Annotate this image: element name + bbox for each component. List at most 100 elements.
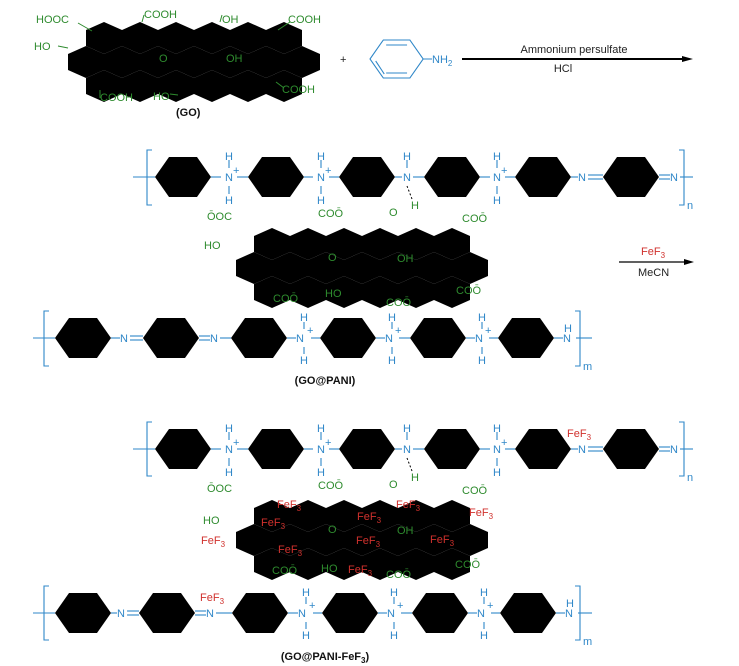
hydrogen-atom: H — [478, 312, 486, 324]
pani-chain-top-fef3 — [133, 421, 693, 477]
fef3-coordinated: FeF3 — [200, 592, 225, 606]
reaction-arrow-1: Ammonium persulfate HCl — [462, 44, 693, 75]
nitrogen-atom: N — [670, 172, 678, 184]
nitrogen-atom: N — [225, 172, 233, 184]
hydroxyl-group: HO — [203, 515, 220, 527]
hydrogen-atom: H — [317, 423, 325, 435]
reagent-solvent: MeCN — [638, 267, 669, 279]
hydrogen-atom: H — [566, 598, 574, 610]
fef3-particle: FeF3 — [348, 564, 373, 578]
hydrogen-atom: H — [225, 195, 233, 207]
go-pani-label: (GO@PANI) — [295, 375, 356, 387]
nitrogen-atom: N — [403, 444, 411, 456]
fef3-particle: FeF3 — [201, 535, 226, 549]
positive-charge: + — [485, 325, 491, 337]
nitrogen-atom: N — [493, 444, 501, 456]
fef3-particle: FeF3 — [277, 499, 302, 513]
hydrogen-atom: H — [390, 587, 398, 599]
hydrogen-atom: H — [493, 151, 501, 163]
nitrogen-atom: N — [670, 444, 678, 456]
hydrogen-bond — [406, 457, 413, 472]
carboxylate-group: COŌ — [456, 285, 482, 297]
pani-chain-bottom — [33, 310, 592, 367]
nitrogen-atom: N — [225, 444, 233, 456]
pani-chain-top — [133, 149, 693, 206]
positive-charge: + — [233, 437, 239, 449]
graphene-oxide-reactant: HOOC COOH OH COOH HO O OH COOH HO COOH (… — [34, 9, 321, 119]
epoxide-oxygen: O — [328, 524, 337, 536]
reagent-oxidant: Ammonium persulfate — [521, 44, 628, 56]
go-pani-composite: N H H + N H H + N H N H H + N N n ŌOC CO… — [33, 149, 693, 387]
group-cooh: COOH — [288, 14, 321, 26]
carboxylate-group: COŌ — [386, 569, 412, 581]
reagent-fef3: FeF3 — [641, 246, 666, 260]
fef3-particle: FeF3 — [396, 499, 421, 513]
positive-charge: + — [501, 165, 507, 177]
hydroxyl-hydrogen: H — [411, 200, 419, 212]
fef3-particle: FeF3 — [278, 544, 303, 558]
hydrogen-atom: H — [317, 195, 325, 207]
fef3-particle: FeF3 — [430, 534, 455, 548]
nitrogen-atom: N — [317, 172, 325, 184]
nitrogen-atom: N — [117, 608, 125, 620]
epoxide-oxygen: O — [328, 252, 337, 264]
hydrogen-atom: H — [388, 312, 396, 324]
nitrogen-atom: N — [477, 608, 485, 620]
group-epoxide-o: O — [159, 53, 168, 65]
fef3-coordinated: FeF3 — [567, 428, 592, 442]
positive-charge: + — [501, 437, 507, 449]
carboxylate-group: COŌ — [318, 480, 344, 492]
pani-top-atoms: N H H + N H H + N H N H H + N N n — [225, 151, 693, 212]
nitrogen-atom: N — [565, 608, 573, 620]
carboxylate-group: COŌ — [273, 293, 299, 305]
hydrogen-atom: H — [302, 587, 310, 599]
nitrogen-atom: N — [403, 172, 411, 184]
nitrogen-atom: N — [385, 333, 393, 345]
carboxylate-group: COŌ — [462, 213, 488, 225]
carboxylate-group: COŌ — [318, 208, 344, 220]
hydrogen-atom: H — [225, 467, 233, 479]
pani-bottom-fef3-atoms: N N FeF3 N H H + N H H + N H H + N H m — [117, 587, 592, 648]
hydrogen-atom: H — [480, 630, 488, 642]
hydrogen-atom: H — [300, 312, 308, 324]
hydrogen-bond — [406, 185, 413, 200]
hydrogen-atom: H — [480, 587, 488, 599]
benzene-ring-icon — [369, 39, 424, 79]
go-label: (GO) — [176, 107, 201, 119]
hydroxyl-oxygen: O — [389, 479, 398, 491]
hydroxyl-hydrogen: H — [411, 472, 419, 484]
carboxylate-group: ŌOC — [207, 211, 232, 223]
hydrogen-atom: H — [493, 195, 501, 207]
positive-charge: + — [309, 600, 315, 612]
hydrogen-atom: H — [225, 151, 233, 163]
hydroxyl-group: HO — [325, 288, 342, 300]
carboxylate-group: ŌOC — [207, 483, 232, 495]
amine-group: NH2 — [432, 54, 453, 68]
go-pani-fef3-label: (GO@PANI-FeF3) — [281, 651, 370, 665]
fef3-particle: FeF3 — [356, 535, 381, 549]
group-cooh: COOH — [144, 9, 177, 21]
reaction-arrow-2: FeF3 MeCN — [619, 246, 694, 279]
group-cooh: COOH — [282, 84, 315, 96]
positive-charge: + — [307, 325, 313, 337]
repeat-unit-n: n — [687, 200, 693, 212]
hydrogen-atom: H — [317, 151, 325, 163]
group-hooc: HOOC — [36, 14, 69, 26]
repeat-unit-m: m — [583, 636, 592, 648]
repeat-unit-n: n — [687, 472, 693, 484]
positive-charge: + — [325, 437, 331, 449]
fef3-particle: FeF3 — [469, 507, 494, 521]
positive-charge: + — [395, 325, 401, 337]
positive-charge: + — [397, 600, 403, 612]
group-oh: OH — [226, 53, 243, 65]
hydroxyl-oxygen: O — [389, 207, 398, 219]
nitrogen-atom: N — [317, 444, 325, 456]
carboxylate-group: COŌ — [455, 559, 481, 571]
fef3-particles: FeF3 FeF3 FeF3 FeF3 FeF3 FeF3 FeF3 FeF3 … — [201, 499, 494, 578]
hydrogen-atom: H — [300, 355, 308, 367]
positive-charge: + — [325, 165, 331, 177]
go-pani-fef3-composite: N H H + N H H + N H N H H + N N n FeF3 Ō… — [33, 421, 693, 665]
nitrogen-atom: N — [475, 333, 483, 345]
group-ho: HO — [34, 41, 51, 53]
